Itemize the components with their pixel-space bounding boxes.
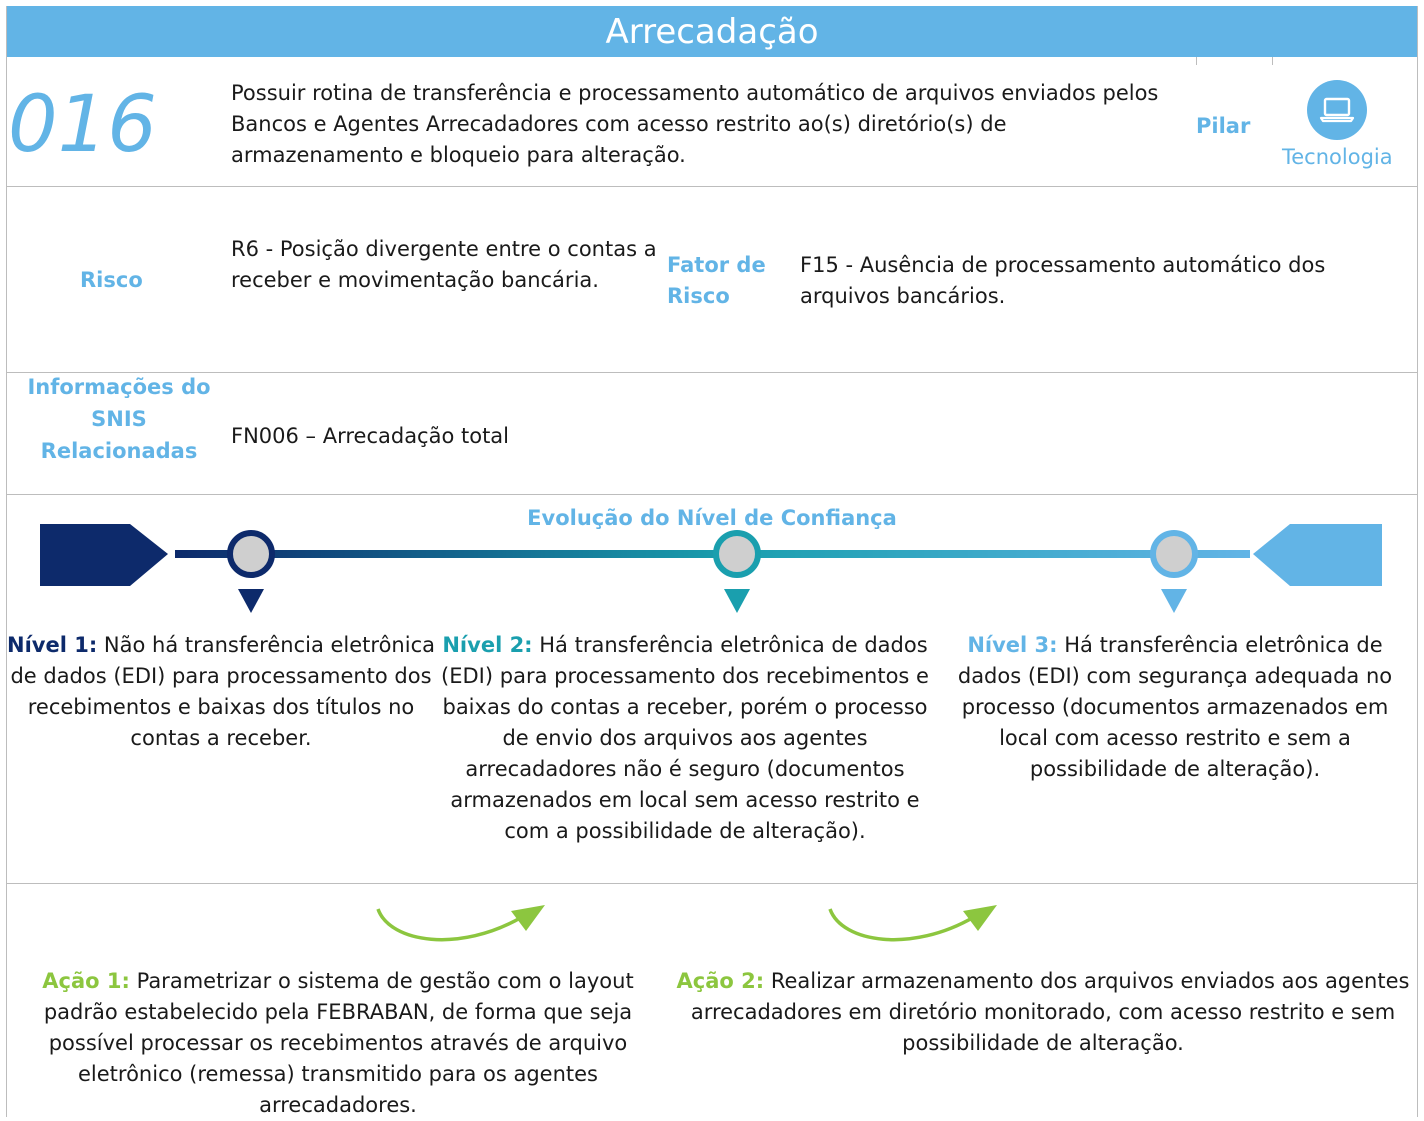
level-1-pointer xyxy=(238,589,264,613)
level-1-title: Nível 1: xyxy=(7,633,98,657)
snis-value: FN006 – Arrecadação total xyxy=(231,424,510,448)
snis-label-1: Informações do xyxy=(27,375,211,399)
action-1-description: Parametrizar o sistema de gestão com o l… xyxy=(43,969,634,1117)
row-divider xyxy=(6,372,1418,373)
level-3-pointer xyxy=(1161,589,1187,613)
level-1-marker xyxy=(227,530,275,578)
curved-arrow-icon xyxy=(828,905,997,942)
start-arrow xyxy=(40,524,168,586)
control-description: Possuir rotina de transferência e proces… xyxy=(231,81,1159,167)
curved-arrow-icon xyxy=(376,905,545,942)
snis-label-2: SNIS xyxy=(91,407,147,431)
level-1-description: Não há transferência eletrônica de dados… xyxy=(10,633,435,750)
level-3-text: Nível 3: Há transferência eletrônica de … xyxy=(934,630,1416,785)
action-1-text: Ação 1: Parametrizar o sistema de gestão… xyxy=(6,966,670,1121)
pillar-badge xyxy=(1307,80,1367,140)
level-2-marker xyxy=(713,530,761,578)
section-title: Arrecadação xyxy=(6,6,1418,57)
level-3-description: Há transferência eletrônica de dados (ED… xyxy=(957,633,1393,781)
timeline-bar xyxy=(175,550,1250,558)
table-border-right xyxy=(1417,6,1418,1117)
level-3-marker xyxy=(1150,530,1198,578)
evolution-title: Evolução do Nível de Confiança xyxy=(527,506,897,530)
cell-divider xyxy=(1196,57,1197,65)
risk-factor-value: F15 - Ausência de processamento automáti… xyxy=(800,253,1326,308)
action-2-text: Ação 2: Realizar armazenamento dos arqui… xyxy=(670,966,1416,1059)
pillar-label: Pilar xyxy=(1196,114,1251,138)
cell-divider xyxy=(1272,57,1273,65)
end-arrow xyxy=(1253,524,1382,586)
action-2-description: Realizar armazenamento dos arquivos envi… xyxy=(690,969,1410,1055)
row-divider xyxy=(6,494,1418,495)
pillar-name: Tecnologia xyxy=(1282,145,1393,169)
table-border-left xyxy=(6,6,7,1117)
row-divider xyxy=(6,883,1418,884)
risk-factor-label-1: Fator de xyxy=(667,253,766,277)
action-1-title: Ação 1: xyxy=(42,969,130,993)
level-2-pointer xyxy=(724,589,750,613)
risk-value: R6 - Posição divergente entre o contas a… xyxy=(231,237,657,292)
risk-label: Risco xyxy=(80,268,143,292)
level-2-description: Há transferência eletrônica de dados (ED… xyxy=(441,633,929,843)
laptop-icon xyxy=(1319,97,1355,123)
level-3-title: Nível 3: xyxy=(967,633,1058,657)
control-code: 016 xyxy=(8,80,157,170)
snis-label-3: Relacionadas xyxy=(40,439,198,463)
confidence-timeline xyxy=(40,524,1382,613)
level-1-text: Nível 1: Não há transferência eletrônica… xyxy=(6,630,436,754)
level-2-text: Nível 2: Há transferência eletrônica de … xyxy=(436,630,934,847)
row-divider xyxy=(6,186,1418,187)
level-2-title: Nível 2: xyxy=(442,633,533,657)
action-2-title: Ação 2: xyxy=(676,969,765,993)
risk-factor-label-2: Risco xyxy=(667,284,730,308)
